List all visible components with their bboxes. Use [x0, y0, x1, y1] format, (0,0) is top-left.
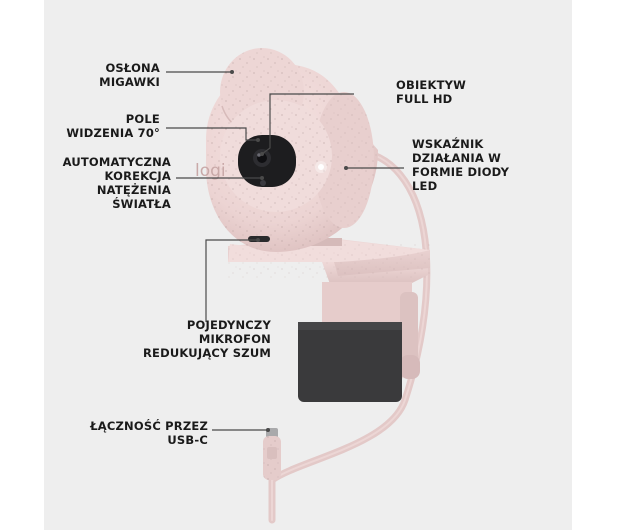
callout-shutter: OSŁONA MIGAWKI: [99, 61, 160, 89]
logi-logo: logi: [195, 161, 226, 181]
callout-lens: OBIEKTYW FULL HD: [396, 78, 467, 106]
led-indicator: [318, 164, 324, 170]
leader-lines: [166, 71, 404, 431]
callout-usb: ŁĄCZNOŚĆ PRZEZ USB-C: [90, 419, 208, 447]
callout-field-of-view: POLE WIDZENIA 70°: [66, 112, 160, 140]
usb-c-plug: [263, 428, 281, 480]
privacy-pad: [298, 322, 402, 402]
callout-light-correction: AUTOMATYCZNA KOREKCJA NATĘŻENIA ŚWIATŁA: [62, 155, 171, 211]
callout-led: WSKAŹNIK DZIAŁANIA W FORMIE DIODY LED: [412, 137, 510, 193]
callout-microphone: POJEDYNCZY MIKROFON REDUKUJĄCY SZUM: [143, 318, 271, 360]
light-sensor: [260, 180, 266, 186]
camera-body: [206, 48, 378, 252]
